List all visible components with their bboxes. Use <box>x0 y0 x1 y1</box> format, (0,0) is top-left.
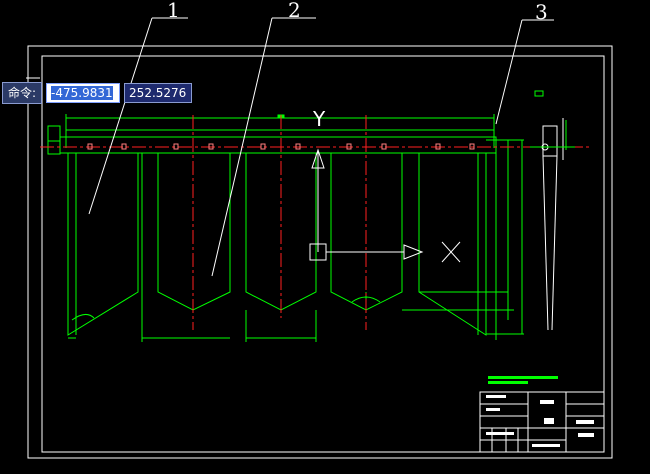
view-label-y: Y <box>312 107 326 131</box>
centerlines <box>40 115 592 330</box>
side-view-dims <box>530 90 575 150</box>
direction-arrows <box>309 148 461 263</box>
parts-list-marks <box>488 376 558 384</box>
inner-border <box>41 55 605 453</box>
callout-3: 3 <box>535 0 548 24</box>
top-dimension <box>65 114 495 148</box>
callout-leaders <box>26 17 554 277</box>
command-label: 命令: <box>2 82 43 104</box>
title-block-fills <box>486 395 594 447</box>
dynamic-input-tooltip: 命令: -475.9831 252.5276 <box>2 82 193 104</box>
x-coordinate-value: -475.9831 <box>51 86 113 100</box>
title-block <box>479 391 605 453</box>
x-coordinate-input[interactable]: -475.9831 <box>46 83 121 103</box>
callout-1: 1 <box>167 0 180 22</box>
hopper-bins <box>67 139 524 342</box>
y-coordinate-input[interactable]: 252.5276 <box>124 83 193 103</box>
callout-2: 2 <box>288 0 301 22</box>
side-view-detail <box>541 118 564 331</box>
outer-border <box>27 45 613 459</box>
bolt-holes <box>87 143 475 150</box>
